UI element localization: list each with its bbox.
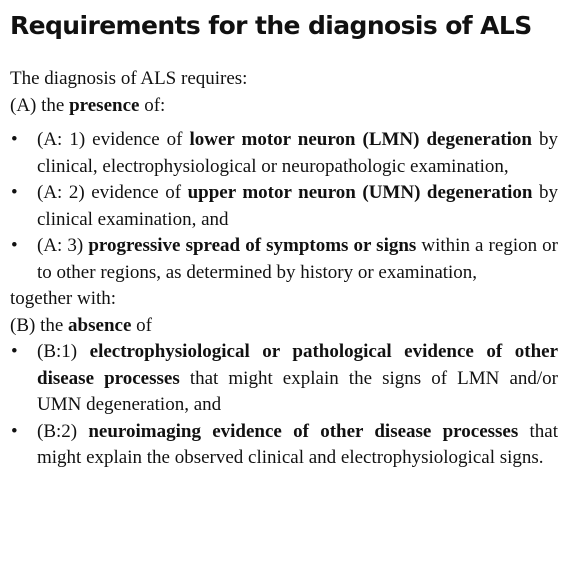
- section-a-emphasis: presence: [69, 94, 140, 116]
- item-a3-bold: progressive spread of symptoms or signs: [88, 235, 417, 256]
- section-a-pre: (A) the: [10, 94, 70, 116]
- list-item-a2: • (A: 2) evidence of upper motor neuron (…: [10, 180, 558, 233]
- document: Requirements for the diagnosis of ALS Th…: [10, 10, 558, 472]
- list-item-b1: • (B:1) electrophysiological or pathologi…: [10, 339, 558, 419]
- item-a1-bold: lower motor neuron (LMN) degen­eration: [189, 129, 533, 150]
- section-a-list: • (A: 1) evidence of lower motor neuron (…: [10, 127, 558, 286]
- item-a1-prefix: (A: 1) evidence of: [37, 129, 190, 150]
- section-b-emphasis: absence: [68, 314, 132, 336]
- section-a-heading: (A) the presence of:: [10, 93, 558, 120]
- intro-text: The diagnosis of ALS requires:: [10, 68, 248, 89]
- section-b-post: of: [131, 314, 152, 336]
- item-a3-prefix: (A: 3): [37, 235, 89, 256]
- item-b1-prefix: (B:1): [37, 341, 90, 362]
- item-b2-bold: neuroimaging evidence of other disease p…: [88, 420, 519, 442]
- item-b2-prefix: (B:2): [37, 420, 89, 442]
- bullet-icon: •: [11, 182, 18, 203]
- spacer: [10, 119, 558, 127]
- section-b-list: • (B:1) electrophysiological or pathologi…: [10, 339, 558, 472]
- section-b-heading: (B) the absence of: [10, 313, 558, 340]
- list-item-a3: • (A: 3) progressive spread of symptoms o…: [10, 233, 558, 286]
- item-a3-suffix: within a region or to other regions, as …: [37, 235, 558, 283]
- bullet-icon: •: [11, 129, 18, 150]
- item-b2-suffix: that might explain the observed clinical…: [37, 420, 558, 469]
- list-item-a1: • (A: 1) evidence of lower motor neuron (…: [10, 127, 558, 180]
- item-b1-suffix: that might explain the signs of LMN and/…: [37, 367, 559, 416]
- item-a2-bold: upper motor neuron (UMN) degen­eration: [187, 182, 533, 203]
- section-a-post: of:: [139, 94, 166, 116]
- item-a2-prefix: (A: 2) evidence of: [37, 182, 188, 203]
- bullet-icon: •: [11, 420, 18, 442]
- document-body: The diagnosis of ALS requires: (A) the p…: [10, 66, 558, 472]
- section-b-pre: (B) the: [10, 314, 69, 336]
- item-a1-suffix: by clinical, electrophysiological or neu…: [37, 129, 559, 177]
- document-title: Requirements for the diagnosis of ALS: [10, 11, 532, 40]
- item-b1-bold: electrophysiological or pathological evi…: [37, 341, 559, 389]
- together-text: together with:: [10, 288, 117, 309]
- bullet-icon: •: [11, 235, 18, 256]
- item-a2-suffix: by clinical examination, and: [37, 182, 559, 230]
- bullet-icon: •: [11, 341, 18, 362]
- list-item-b2: • (B:2) neuroimaging evidence of other di…: [10, 419, 558, 472]
